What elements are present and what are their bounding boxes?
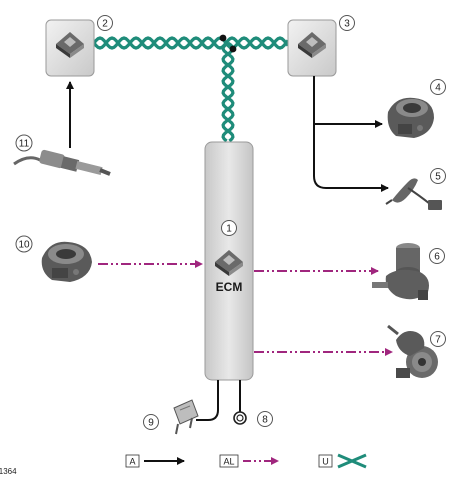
svg-text:U: U <box>322 457 329 467</box>
hardwired-line-module-to-sensor-harness <box>313 124 389 192</box>
legend: A AL U <box>125 453 367 469</box>
svg-text:7: 7 <box>435 335 441 346</box>
throttle-body-icon <box>41 241 92 282</box>
callout-11: 11 <box>15 134 33 152</box>
svg-text:8: 8 <box>262 415 268 426</box>
legend-item-analogue: AL <box>219 454 279 468</box>
callout-7: 7 <box>430 331 446 347</box>
can-bus-wire <box>92 36 290 50</box>
coolant-pump-icon <box>387 324 438 378</box>
legend-item-hardwired: A <box>125 454 185 468</box>
can-bus-wire <box>221 41 235 143</box>
figure-code: E51364 <box>0 467 17 476</box>
ground-terminal-icon <box>233 411 247 425</box>
can-bus-network <box>92 34 290 143</box>
control-module-2 <box>45 19 95 77</box>
callout-10: 10 <box>15 235 33 253</box>
callout-1: 1 <box>221 220 237 236</box>
legend-item-can-bus: U <box>318 453 367 469</box>
svg-text:4: 4 <box>435 83 441 94</box>
hardwired-line-ecm-to-fuse <box>196 380 219 421</box>
callout-6: 6 <box>429 248 445 264</box>
callout-8: 8 <box>257 411 273 427</box>
svg-text:2: 2 <box>102 19 108 30</box>
svg-text:AL: AL <box>223 457 234 467</box>
ecm-label: ECM <box>216 280 243 294</box>
sensor-harness-icon <box>385 178 442 210</box>
can-bus-junction-dot <box>229 45 237 53</box>
svg-text:5: 5 <box>435 172 441 183</box>
analogue-connections <box>98 260 393 356</box>
control-module-3 <box>287 19 337 77</box>
hardwired-connections <box>66 76 389 421</box>
svg-text:6: 6 <box>434 252 440 263</box>
can-bus-junction-dot <box>219 34 227 42</box>
callout-9: 9 <box>143 414 159 430</box>
callout-5: 5 <box>430 168 446 184</box>
can-bus-wire <box>221 41 235 143</box>
callout-3: 3 <box>339 15 355 31</box>
hardwired-line-module-to-throttle <box>313 76 383 128</box>
svg-text:3: 3 <box>344 19 350 30</box>
callout-2: 2 <box>97 15 113 31</box>
svg-text:11: 11 <box>19 139 30 150</box>
fuse-icon <box>173 399 199 435</box>
svg-text:1: 1 <box>226 224 232 235</box>
oxygen-sensor-icon <box>13 149 111 176</box>
svg-text:10: 10 <box>18 240 30 251</box>
callout-4: 4 <box>430 79 446 95</box>
ecm-module: ECM <box>204 141 254 381</box>
svg-text:A: A <box>129 457 135 467</box>
throttle-body-icon <box>387 97 434 138</box>
svg-text:9: 9 <box>148 418 154 429</box>
fuel-pump-module-icon <box>372 243 429 300</box>
